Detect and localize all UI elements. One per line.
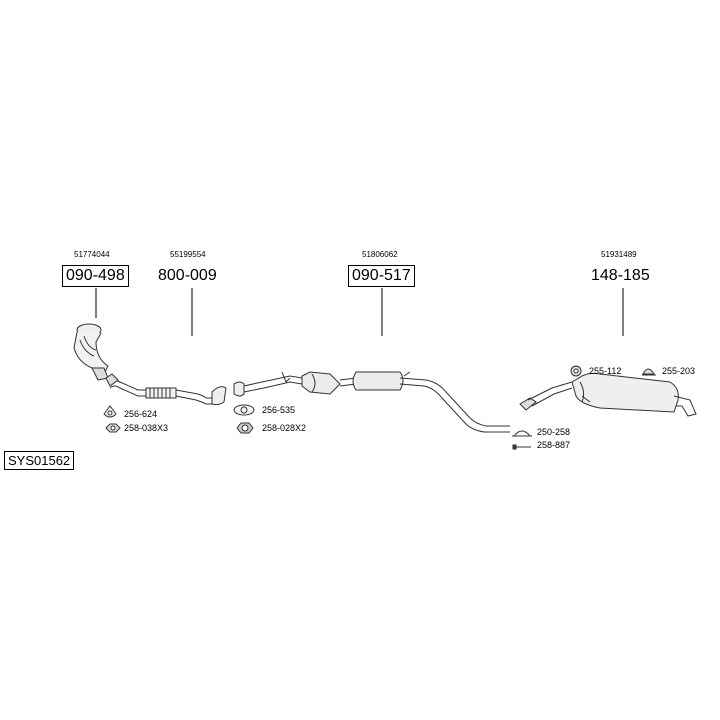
accessory-code[interactable]: 255-203 bbox=[662, 366, 696, 376]
clamp-icon bbox=[512, 430, 532, 437]
oem-number: 51774044 bbox=[74, 250, 110, 259]
gasket-icon bbox=[233, 404, 255, 416]
accessory-code[interactable]: 250-258 bbox=[537, 427, 571, 437]
accessory-code[interactable]: 258-028X2 bbox=[262, 423, 307, 433]
catalytic-converter-drawing bbox=[73, 323, 109, 381]
rubber-hanger-icon bbox=[642, 368, 656, 376]
accessory-code[interactable]: 256-624 bbox=[124, 409, 158, 419]
system-code: SYS01562 bbox=[4, 451, 75, 470]
gasket-icon bbox=[103, 405, 117, 418]
part-number-148-185[interactable]: 148-185 bbox=[591, 267, 650, 284]
accessory-code[interactable]: 258-887 bbox=[537, 440, 571, 450]
middle-pipe-drawing bbox=[233, 371, 510, 433]
oem-number: 51931489 bbox=[601, 250, 637, 259]
accessory-code[interactable]: 256-535 bbox=[262, 405, 296, 415]
accessory-code[interactable]: 255-112 bbox=[589, 366, 622, 376]
rubber-mount-icon bbox=[570, 365, 582, 377]
rear-silencer-drawing bbox=[519, 372, 697, 417]
nut-icon bbox=[236, 422, 254, 434]
part-number-090-517[interactable]: 090-517 bbox=[348, 265, 415, 287]
part-number-090-498[interactable]: 090-498 bbox=[62, 265, 129, 287]
accessory-code[interactable]: 258-038X3 bbox=[124, 423, 169, 433]
part-number-800-009[interactable]: 800-009 bbox=[158, 267, 217, 284]
front-pipe-drawing bbox=[105, 373, 227, 406]
oem-number: 51806062 bbox=[362, 250, 398, 259]
nut-icon bbox=[105, 423, 121, 433]
bolt-icon bbox=[512, 444, 531, 450]
oem-number: 55199554 bbox=[170, 250, 206, 259]
